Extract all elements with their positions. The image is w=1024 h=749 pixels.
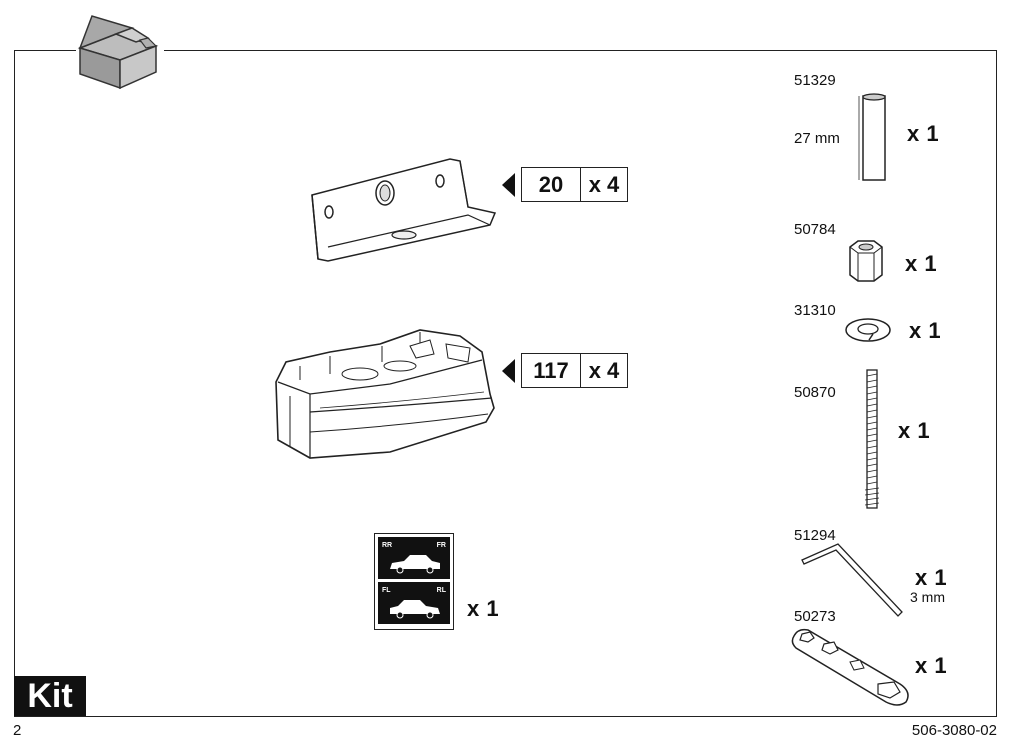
hex-nut-illustration [849, 240, 883, 282]
car-icon [390, 555, 440, 574]
page-number: 2 [13, 722, 22, 739]
part-number: 50273 [794, 608, 836, 625]
lock-washer-illustration [845, 318, 891, 342]
spacer-tube-illustration [858, 93, 886, 181]
part-number: 31310 [794, 302, 836, 319]
part-quantity: x 1 [915, 653, 948, 678]
part-number: 51294 [794, 527, 836, 544]
sticker-label: FR [436, 542, 446, 549]
threaded-rod-illustration [864, 369, 880, 509]
part-ref-number: 117 [522, 354, 581, 387]
part-quantity: x 4 [588, 357, 620, 383]
open-box-icon [76, 10, 164, 96]
part-number: 50784 [794, 221, 836, 238]
sticker-label: RR [382, 542, 393, 549]
part-quantity: x 1 [905, 251, 938, 276]
part-quantity: x 1 [898, 418, 931, 443]
part-quantity: x 1 [909, 318, 942, 343]
part-number: 50870 [794, 384, 836, 401]
foot-pad-illustration [275, 329, 495, 459]
car-icon [390, 600, 440, 619]
sticker-rear-front: RR FR [378, 537, 450, 579]
page-frame [14, 50, 997, 717]
part-callout-foot-pad: 117 x 4 [502, 353, 628, 388]
document-number: 506-3080-02 [911, 722, 997, 739]
part-dimension: 3 mm [910, 589, 945, 605]
part-callout-bracket: 20 x 4 [502, 167, 628, 202]
part-quantity: x 1 [907, 121, 940, 146]
sticker-front-rear: FL RL [378, 582, 450, 624]
flat-wrench-illustration [791, 628, 909, 706]
pointer-triangle-icon [502, 172, 515, 197]
sticker-label: FL [382, 587, 391, 594]
position-sticker-sheet: RR FR FL RL [374, 533, 454, 630]
sticker-label: RL [436, 587, 446, 594]
part-dimension: 27 mm [794, 130, 840, 147]
pointer-triangle-icon [502, 358, 515, 383]
sticker-quantity: x 1 [467, 596, 500, 621]
part-number: 51329 [794, 72, 836, 89]
bracket-plate-illustration [311, 158, 497, 262]
section-label: Kit [14, 676, 86, 716]
part-ref-number: 20 [522, 168, 581, 201]
hex-key-illustration [801, 543, 903, 617]
part-quantity: x 1 [915, 565, 948, 590]
part-quantity: x 4 [588, 171, 620, 197]
